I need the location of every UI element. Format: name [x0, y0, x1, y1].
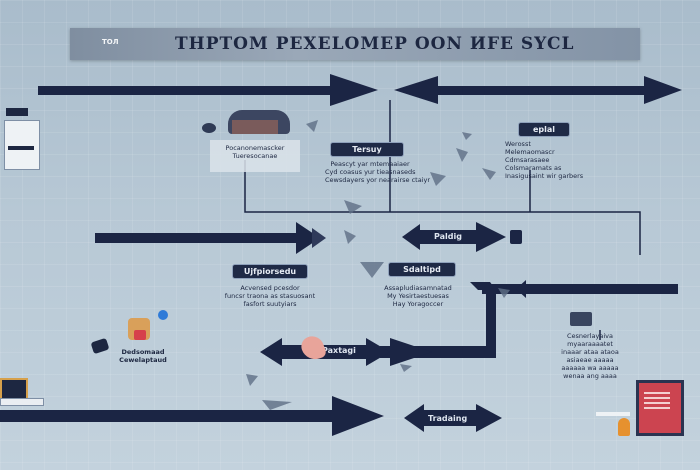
gem-icon [158, 310, 168, 320]
diagram-title: THPTOM PEXELOMEP ООN ИFE SYCL [175, 34, 575, 54]
arrow-row4-right [404, 404, 502, 432]
arrow-row4-left [0, 396, 384, 436]
top-left-text: Pocanonemascker Tueresocanae [225, 144, 285, 160]
doc-left-text: Dedsomaad Cewelaptaud [119, 348, 167, 364]
left-device-top-icon [6, 108, 28, 116]
desk-icon [596, 412, 630, 416]
label-terms: Tersuy [330, 142, 404, 157]
banner-tag: ТОЛ [102, 38, 119, 46]
low-right-text: Cesnerlayaiva myaaraaaatet inaaar ataa a… [561, 332, 619, 380]
arrow-row2-mid [402, 222, 522, 252]
label-mid-left: Ujfpiorsedu [232, 264, 308, 279]
arrow-bottom-label: Tradaing [428, 414, 468, 423]
person-icon [618, 418, 630, 436]
title-banner: ТОЛ THPTOM PEXELOMEP ООN ИFE SYCL [70, 28, 640, 60]
laptop-base-icon [0, 398, 44, 406]
top-right-text: Werosst Melemaomascr Cdmsarasaee Colsmar… [505, 140, 584, 180]
left-tablet-icon [4, 120, 40, 170]
orb-icon [202, 123, 216, 133]
mid-left-text: Acvensed pcesdor funcsr traona as stasuo… [224, 284, 316, 308]
user-card-icon [570, 312, 592, 326]
monitor-lines-icon [644, 392, 670, 412]
mid-right-text: Assapludiasamnatad My Yesirtaestuesas Ha… [384, 284, 452, 308]
label-top-right: eplal [518, 122, 570, 137]
arrow-row1-left [38, 74, 378, 106]
arrow-row3-elbow [380, 280, 678, 366]
arrow-row2-left [95, 222, 326, 254]
terms-text: Peascyt yar mtemaaiaer Cyd coasus yur ti… [325, 160, 430, 184]
arrow-row1-right [394, 76, 682, 104]
box-icon [232, 120, 278, 134]
label-mid-right: Sdaltipd [388, 262, 456, 277]
puzzle-accent-icon [134, 330, 146, 340]
left-tablet-line-icon [8, 146, 34, 150]
top-left-card [210, 140, 300, 172]
arrow-mid-label: Paldig [434, 232, 462, 241]
decorative-shards [246, 120, 510, 410]
arrow-low-label: Paxtagi [322, 346, 356, 355]
laptop-icon [0, 378, 28, 400]
